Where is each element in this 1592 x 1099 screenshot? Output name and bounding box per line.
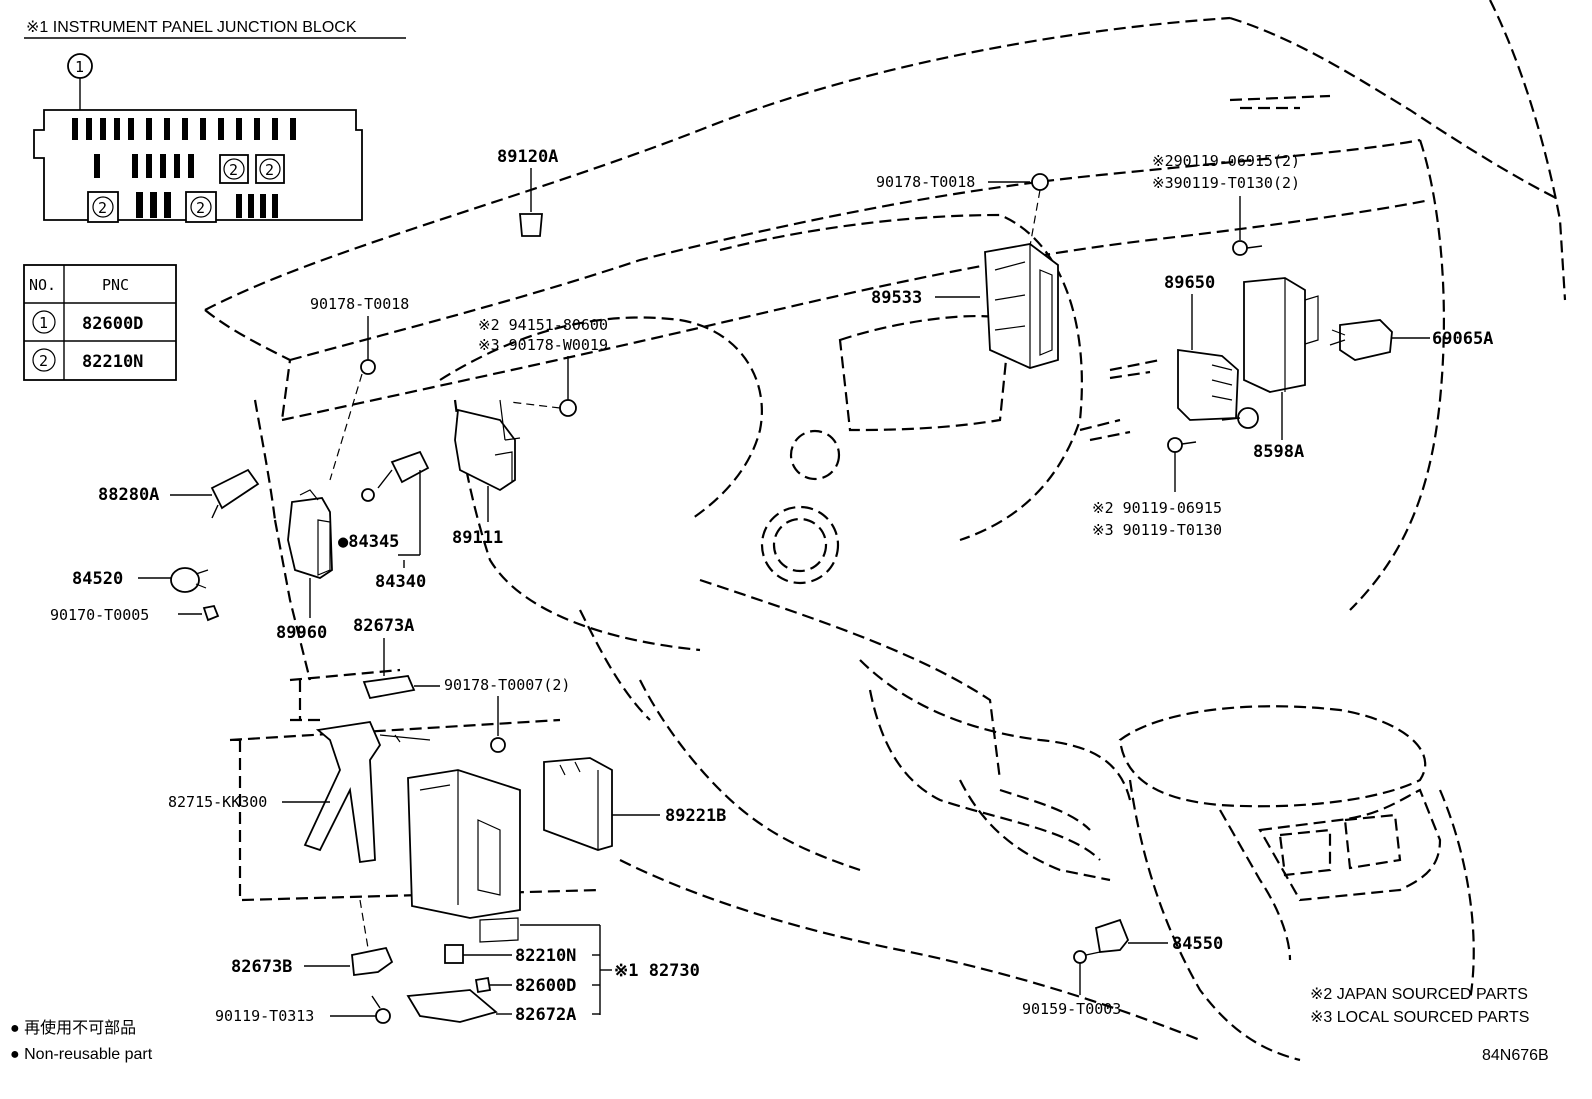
part-82730: ※1 82730 xyxy=(600,961,700,981)
label-90178-T0018-left: 90178-T0018 xyxy=(310,295,409,313)
part-90119-06915-mid: ※2 90119-06915 ※3 90119-T0130 xyxy=(1092,437,1222,539)
part-94151-80600: ※2 94151-80600 ※3 90178-W0019 xyxy=(478,316,608,417)
label-90159-T0003: 90159-T0003 xyxy=(1022,1000,1121,1018)
part-90119-06915-top: ※290119-06915(2) ※390119-T0130(2) xyxy=(1152,152,1300,256)
table-row-2-pnc: 82210N xyxy=(82,352,143,372)
part-82600D: 82600D xyxy=(474,976,600,996)
part-69065A: 69065A xyxy=(1329,319,1493,361)
part-89120A: 89120A xyxy=(497,147,558,237)
inset-title: ※1 INSTRUMENT PANEL JUNCTION BLOCK xyxy=(26,19,357,36)
label-69065A: 69065A xyxy=(1432,329,1493,349)
label-94151-80600: ※2 94151-80600 xyxy=(478,316,608,334)
table-header-pnc: PNC xyxy=(102,276,129,294)
table-row-1-no: 1 xyxy=(39,314,48,332)
legend-non-reusable-jp: ● 再使用不可部品 xyxy=(10,1019,136,1037)
label-82672A: 82672A xyxy=(515,1005,576,1025)
label-82730: ※1 82730 xyxy=(614,961,700,981)
label-90119-T0130-2: ※390119-T0130(2) xyxy=(1152,174,1300,192)
label-90119-06915-2: ※290119-06915(2) xyxy=(1152,152,1300,170)
fuse-row-3: 2 2 xyxy=(87,191,278,223)
part-84340: ●84345 84340 xyxy=(338,450,430,592)
label-89111: 89111 xyxy=(452,528,503,548)
label-89650: 89650 xyxy=(1164,273,1215,293)
label-82673A: 82673A xyxy=(353,616,414,636)
junction-block-inset: ※1 INSTRUMENT PANEL JUNCTION BLOCK 1 2 2… xyxy=(24,19,406,223)
fuse-row-1 xyxy=(72,118,296,140)
part-90159-T0003: 90159-T0003 xyxy=(1022,950,1121,1018)
part-89221B: 89221B xyxy=(543,757,726,851)
table-row-2-no: 2 xyxy=(39,352,48,370)
instrument-panel-outline xyxy=(204,0,1567,1062)
label-89221B: 89221B xyxy=(665,806,726,826)
label-90178-T0007: 90178-T0007(2) xyxy=(444,676,570,694)
part-90178-T0007: 90178-T0007(2) xyxy=(414,676,570,753)
part-90178-T0018-top: 90178-T0018 xyxy=(876,173,1049,247)
label-90178-W0019: ※3 90178-W0019 xyxy=(478,336,608,354)
fuse-mark-1: 2 xyxy=(229,161,238,179)
fuse-row-2: 2 2 xyxy=(94,154,285,184)
part-82673A: 82673A xyxy=(353,616,416,700)
note-local-sourced: ※3 LOCAL SOURCED PARTS xyxy=(1310,1009,1529,1026)
part-82210N: 82210N xyxy=(444,944,600,966)
label-84345: ●84345 xyxy=(338,532,399,552)
label-8598A: 8598A xyxy=(1253,442,1304,462)
pnc-table: NO. PNC 1 82600D 2 82210N xyxy=(23,264,177,381)
legend: ● 再使用不可部品 ● Non-reusable part xyxy=(10,1019,153,1063)
label-89533: 89533 xyxy=(871,288,922,308)
part-84550: 84550 xyxy=(1094,918,1223,954)
part-89650: 89650 xyxy=(1164,273,1259,429)
inset-callout: 1 xyxy=(75,58,84,76)
figure-code: 84N676B xyxy=(1482,1047,1549,1064)
part-89533: 89533 xyxy=(871,243,1059,369)
label-90170-T0005: 90170-T0005 xyxy=(50,606,149,624)
table-row-1-pnc: 82600D xyxy=(82,314,143,334)
label-89960: 89960 xyxy=(276,623,327,643)
part-90119-T0313: 90119-T0313 xyxy=(215,995,391,1025)
part-89111: 89111 xyxy=(452,399,521,548)
label-84520: 84520 xyxy=(72,569,123,589)
label-84550: 84550 xyxy=(1172,934,1223,954)
fuse-mark-4: 2 xyxy=(196,199,205,217)
label-84340: 84340 xyxy=(375,572,426,592)
label-88280A: 88280A xyxy=(98,485,159,505)
table-header-no: NO. xyxy=(29,276,56,294)
part-82673B: 82673B xyxy=(231,899,394,977)
label-82673B: 82673B xyxy=(231,957,292,977)
part-89960: 89960 xyxy=(276,489,333,643)
part-88280A: 88280A xyxy=(98,468,260,519)
label-82210N: 82210N xyxy=(515,946,576,966)
label-90119-T0130: ※3 90119-T0130 xyxy=(1092,521,1222,539)
note-japan-sourced: ※2 JAPAN SOURCED PARTS xyxy=(1310,986,1528,1003)
part-84520: 84520 xyxy=(72,567,209,593)
label-82715-KK300: 82715-KK300 xyxy=(168,793,267,811)
part-90170-T0005: 90170-T0005 xyxy=(50,604,220,624)
legend-non-reusable-en: ● Non-reusable part xyxy=(10,1046,153,1063)
fuse-mark-3: 2 xyxy=(98,199,107,217)
fuse-mark-2: 2 xyxy=(265,161,274,179)
part-8598A: 8598A xyxy=(1243,277,1319,462)
part-90178-T0018-left: 90178-T0018 xyxy=(310,295,409,481)
label-89120A: 89120A xyxy=(497,147,558,167)
part-82715-KK300: 82715-KK300 xyxy=(168,721,431,864)
part-82672A: 82672A xyxy=(406,989,600,1025)
label-90119-06915: ※2 90119-06915 xyxy=(1092,499,1222,517)
label-90178-T0018-top: 90178-T0018 xyxy=(876,173,975,191)
source-notes: ※2 JAPAN SOURCED PARTS ※3 LOCAL SOURCED … xyxy=(1310,986,1549,1064)
label-90119-T0313: 90119-T0313 xyxy=(215,1007,314,1025)
label-82600D: 82600D xyxy=(515,976,576,996)
junction-block-body xyxy=(407,769,601,1015)
